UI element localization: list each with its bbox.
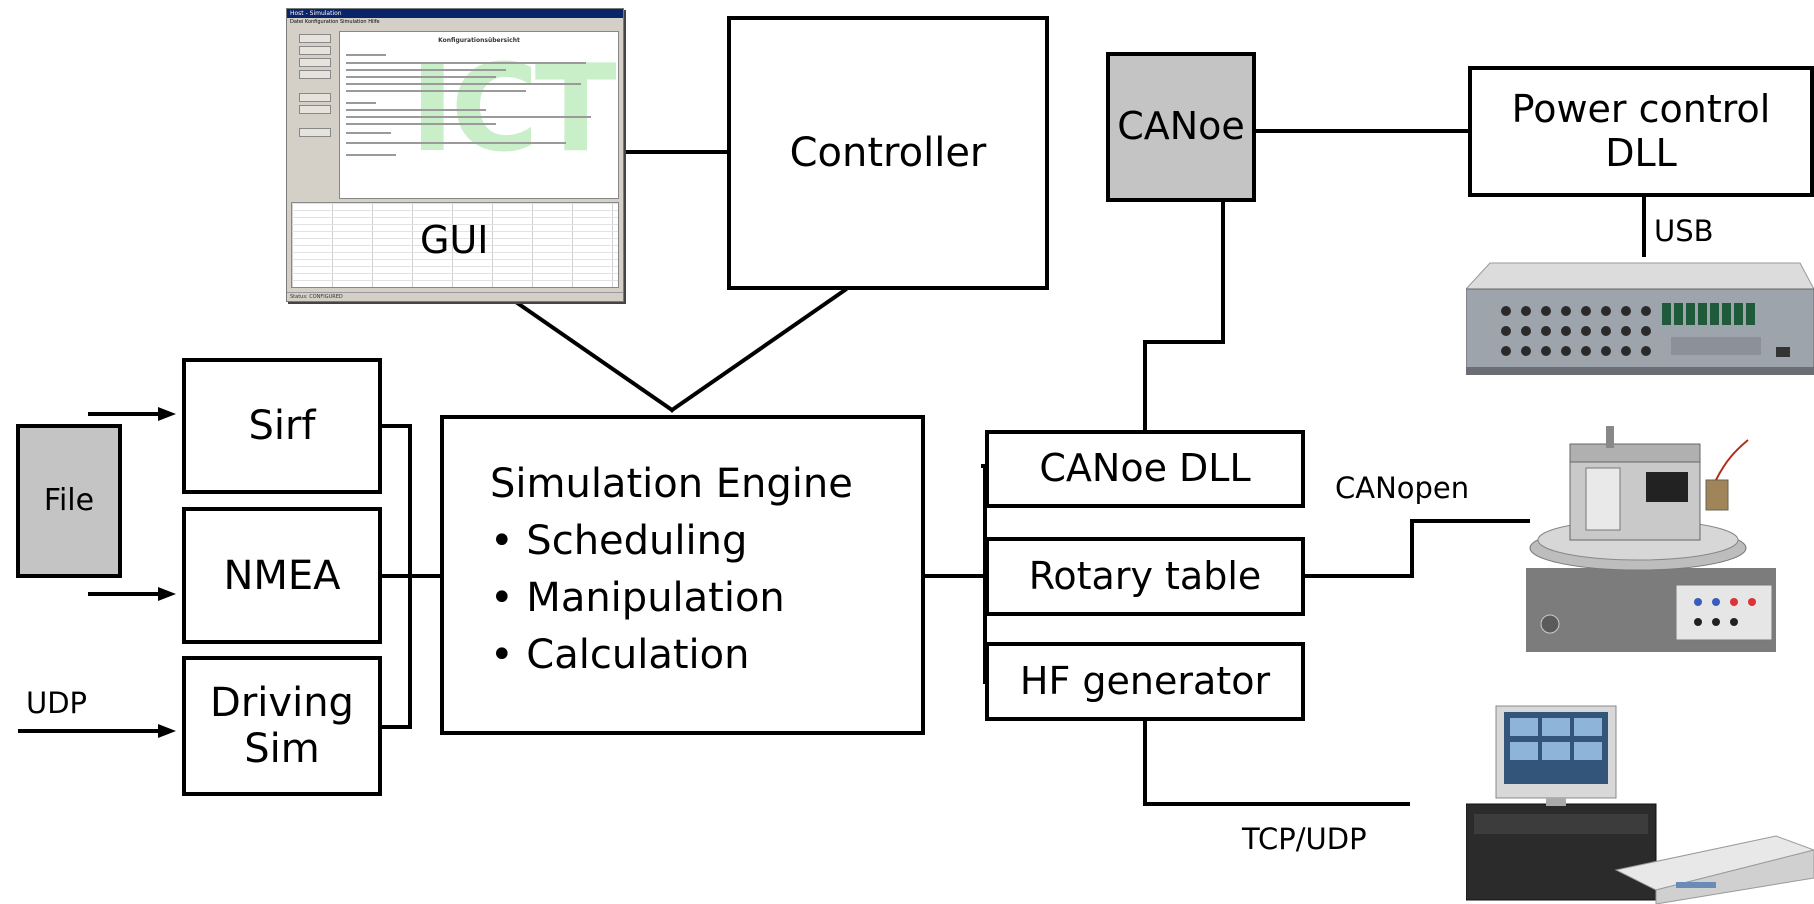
canoe-box: CANoe — [1106, 52, 1256, 202]
simulation-engine-box — [440, 415, 925, 735]
canopen-label: CANopen — [1335, 471, 1470, 505]
gui-menubar: Datei Konfiguration Simulation Hilfe — [290, 19, 380, 25]
hf-generator-box: HF generator — [985, 642, 1305, 721]
engine-item-manipulation: • Manipulation — [490, 575, 785, 621]
gui-heading: Konfigurationsübersicht — [438, 37, 520, 44]
nmea-label: NMEA — [223, 552, 341, 599]
sirf-label: Sirf — [248, 403, 316, 449]
driving-sim-box: Driving Sim — [182, 656, 382, 796]
arrow-head-2 — [158, 587, 176, 601]
rotary-table-photo — [1526, 426, 1776, 652]
hf-generator-label: HF generator — [1019, 658, 1271, 703]
driving-sim-label-line1: Driving — [210, 680, 354, 726]
controller-label: Controller — [789, 130, 987, 176]
gui-label: GUI — [420, 218, 489, 262]
tcp-udp-label: TCP/UDP — [1242, 822, 1367, 856]
gui-statusbar: Status: CONFIGURED — [287, 292, 623, 301]
file-label: File — [43, 482, 95, 518]
power-supply-photo — [1466, 262, 1814, 375]
file-box: File — [16, 424, 122, 578]
power-control-label-line1: Power control — [1511, 86, 1771, 131]
power-control-label-line2: DLL — [1605, 130, 1677, 175]
canoe-to-canoedll-line — [1143, 200, 1225, 432]
canoe-dll-label: CANoe DLL — [1039, 446, 1251, 491]
udp-label: UDP — [26, 686, 88, 720]
driving-sim-label-line2: Sim — [244, 726, 320, 772]
engine-item-calculation: • Calculation — [490, 632, 750, 678]
rotary-table-box: Rotary table — [985, 537, 1305, 616]
hf-generator-photo — [1466, 705, 1814, 904]
gui-screenshot: Host - Simulation Datei Konfiguration Si… — [286, 8, 624, 302]
rotary-table-label: Rotary table — [1028, 553, 1262, 598]
canoe-label: CANoe — [1117, 104, 1245, 149]
gui-titlebar: Host - Simulation — [287, 9, 623, 18]
arrow-head-3 — [158, 724, 176, 738]
canoe-dll-box: CANoe DLL — [985, 430, 1305, 508]
simulation-engine-text: Simulation Engine • Scheduling • Manipul… — [490, 456, 853, 684]
sirf-box: Sirf — [182, 358, 382, 494]
usb-label: USB — [1654, 214, 1714, 248]
controller-box: Controller — [727, 16, 1049, 290]
controller-to-engine-line — [669, 287, 848, 413]
nmea-box: NMEA — [182, 507, 382, 644]
arrow-head-1 — [158, 407, 176, 421]
power-control-dll-box: Power control DLL — [1468, 66, 1814, 197]
gui-to-engine-line — [510, 297, 675, 413]
gui-content-pane: ICT Konfigurationsübersicht — [339, 31, 619, 199]
gui-left-pane — [291, 31, 335, 199]
gui-table-grid — [291, 202, 619, 288]
tcpudp-line — [1143, 719, 1410, 806]
engine-title: Simulation Engine — [490, 461, 853, 507]
canopen-line — [1303, 519, 1530, 578]
engine-item-scheduling: • Scheduling — [490, 518, 748, 564]
